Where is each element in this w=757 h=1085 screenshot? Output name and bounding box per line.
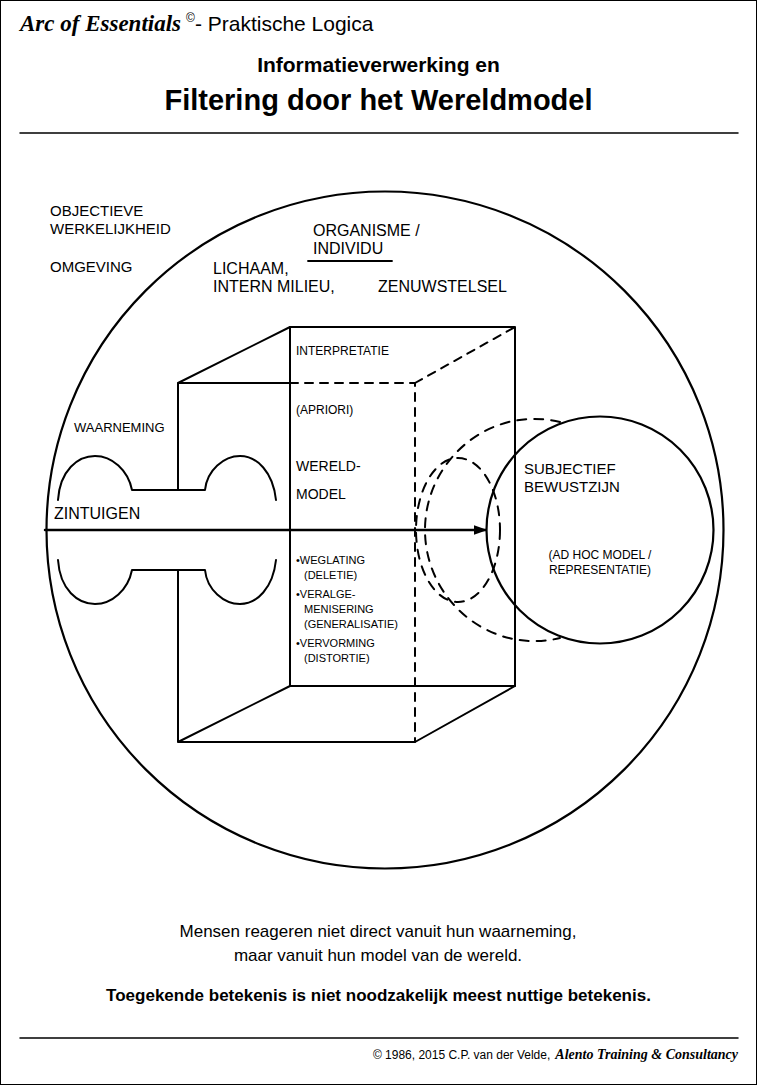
consciousness-circle: SUBJECTIEF BEWUSTZIJN (AD HOC MODEL / REP… xyxy=(485,415,715,645)
key-statement: Toegekende betekenis is niet noodzakelij… xyxy=(0,985,757,1007)
sense-organ xyxy=(58,560,276,604)
node-text: (AD HOC MODEL / REPRESENTATIE) xyxy=(546,548,654,578)
node-heading: SUBJECTIEF BEWUSTZIJN xyxy=(524,460,634,496)
box-text: (APRIORI) xyxy=(296,402,410,418)
underline xyxy=(308,260,392,262)
cube-hidden-edge xyxy=(290,327,515,742)
node-text: LICHAAM, INTERN MILIEU, xyxy=(213,260,343,296)
copyright-note: © 1986, 2015 C.P. van der Velde, xyxy=(373,1048,550,1062)
node-text: ZENUWSTELSEL xyxy=(378,278,538,296)
sense-organ xyxy=(58,456,276,500)
diagram-title: Filtering door het Wereldmodel xyxy=(0,82,757,118)
drawing xyxy=(20,133,738,1038)
region-label: OBJECTIEVE WERKELIJKHEID xyxy=(50,202,190,238)
box-title: WERELD- MODEL xyxy=(296,452,376,508)
cube-edge xyxy=(178,327,515,742)
arrow-shaft xyxy=(45,529,415,532)
box-heading: INTERPRETATIE xyxy=(296,343,410,359)
circle-outline xyxy=(47,192,724,869)
cube-back-face xyxy=(290,327,515,686)
copyright-mark: © xyxy=(186,11,195,25)
bullet-item: •VERVORMING (DISTORTIE) xyxy=(296,636,410,666)
bullet-item: •VERALGE- MENISERING (GENERALISATIE) xyxy=(296,587,410,632)
connectors xyxy=(415,530,487,531)
process-label: WAARNEMING xyxy=(74,420,194,436)
footer-rule xyxy=(20,1037,738,1039)
caption: Mensen reageren niet direct vanuit hun w… xyxy=(168,920,588,968)
input-label: ZINTUIGEN xyxy=(54,506,164,522)
footer-row: © 1986, 2015 C.P. van der Velde, Alento T… xyxy=(373,1046,738,1063)
bullet-item: •WEGLATING (DELETIE) xyxy=(296,553,410,583)
node-heading: ORGANISME / INDIVIDU xyxy=(313,222,463,258)
title-line: Informatieverwerking en xyxy=(0,52,757,78)
header-rule xyxy=(20,132,738,134)
organism-circle: ORGANISME / INDIVIDULICHAAM, INTERN MILI… xyxy=(45,190,725,870)
header-row: Arc of Essentials ©- Praktische Logica xyxy=(20,10,373,38)
brand-name: Arc of Essentials xyxy=(20,10,181,38)
series-name: - Praktische Logica xyxy=(195,11,374,36)
circle-outline xyxy=(487,417,714,644)
region-label: OMGEVING xyxy=(50,258,190,276)
world-model-box: INTERPRETATIE(APRIORI)WERELD- MODEL•WEGL… xyxy=(178,383,415,742)
circle-shape xyxy=(485,415,715,645)
company-name: Alento Training & Consultancy xyxy=(555,1046,738,1063)
flow-arrow xyxy=(415,529,487,532)
